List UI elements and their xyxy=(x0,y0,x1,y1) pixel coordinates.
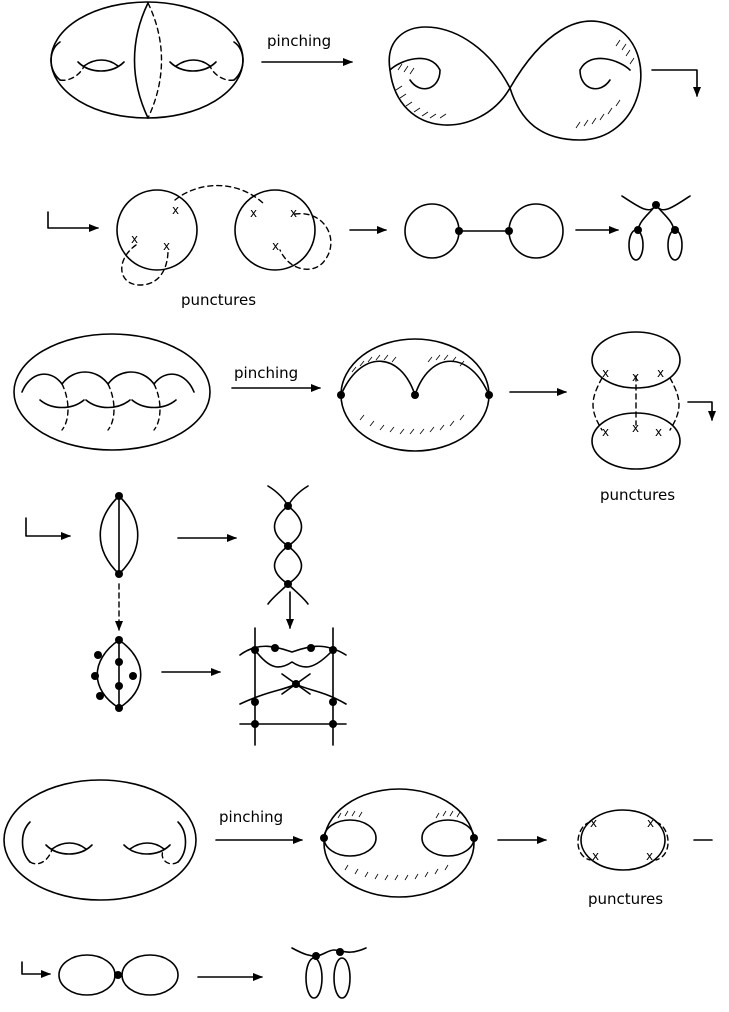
puncture-x: x xyxy=(632,370,639,384)
punctures-label-2: punctures xyxy=(600,486,675,504)
corner-arrow-right-down-2 xyxy=(687,401,716,421)
corner-arrow-left-right-2 xyxy=(25,517,71,540)
figure-eight-graph xyxy=(58,954,179,996)
punctured-spheres-pair: x x x x x x xyxy=(116,184,332,286)
corner-arrow-left-right-3 xyxy=(21,961,51,978)
punctured-spheres-vertical: x x x x x x xyxy=(591,331,681,470)
pinching-label-2: pinching xyxy=(234,364,298,382)
genus2-surface-nonseparating xyxy=(3,779,197,901)
pinching-label-3: pinching xyxy=(219,808,283,826)
genus2-surface-separating xyxy=(50,1,244,119)
puncture-x: x xyxy=(172,203,179,217)
puncture-x: x xyxy=(590,816,597,830)
pinching-label-1: pinching xyxy=(267,32,331,50)
puncture-x: x xyxy=(647,816,654,830)
double-loop-chain xyxy=(267,485,309,605)
dumbbell-graph xyxy=(404,203,564,259)
two-loop-tadpole-graph xyxy=(291,947,367,999)
puncture-x: x xyxy=(602,425,609,439)
theta-graph xyxy=(99,492,139,578)
puncture-x: x xyxy=(272,239,279,253)
puncture-x: x xyxy=(632,421,639,435)
pinching-arrow-1: pinching xyxy=(261,32,353,66)
puncture-x: x xyxy=(602,366,609,380)
puncture-x: x xyxy=(646,849,653,863)
genus3-surface xyxy=(13,333,211,451)
puncture-x: x xyxy=(290,206,297,220)
puncture-x: x xyxy=(657,366,664,380)
corner-arrow-right-down-1 xyxy=(651,69,701,97)
puncture-x: x xyxy=(250,206,257,220)
puncture-x: x xyxy=(163,239,170,253)
puncture-x: x xyxy=(592,849,599,863)
pinching-arrow-3: pinching xyxy=(215,808,303,844)
pinched-genus3-surface xyxy=(337,338,493,452)
lattice-graph xyxy=(239,627,347,746)
punctures-label-1: punctures xyxy=(181,291,256,309)
two-loop-vertex-diagram xyxy=(621,195,691,261)
pinched-genus2-surface xyxy=(320,788,478,898)
corner-arrow-left-right-1 xyxy=(47,211,99,232)
punctured-sphere-single: x x x x xyxy=(577,809,669,871)
multi-vertex-graph xyxy=(91,636,142,712)
pinching-arrow-2: pinching xyxy=(231,364,321,392)
puncture-x: x xyxy=(131,232,138,246)
figure-eight-surface xyxy=(388,20,642,141)
punctures-label-3: punctures xyxy=(588,890,663,908)
puncture-x: x xyxy=(655,425,662,439)
